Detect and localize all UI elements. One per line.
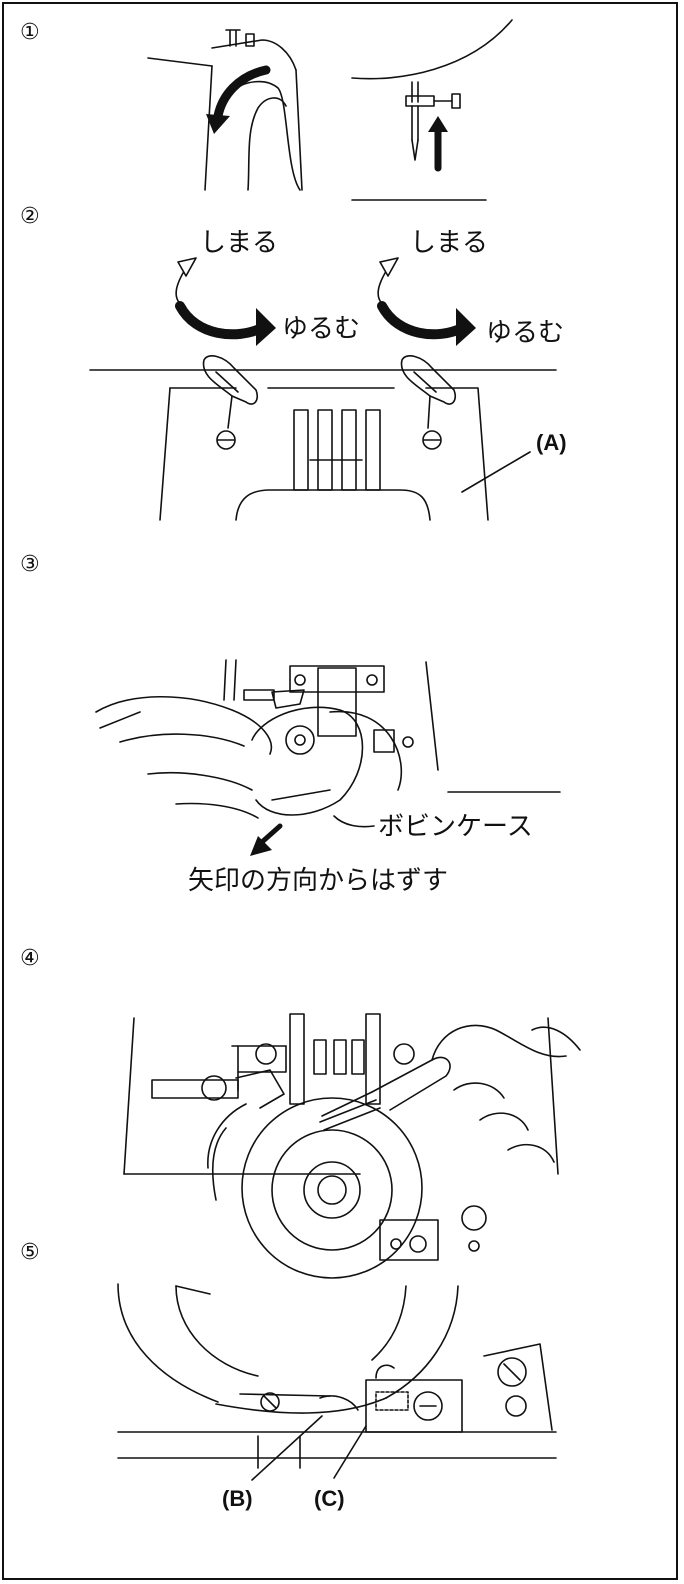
screwdriver-left: [202, 355, 259, 429]
hook-detail-illustration: [117, 1283, 557, 1481]
remove-arrow-head: [250, 836, 272, 856]
step-4-number: ④: [20, 946, 40, 971]
remove-arrow-shaft: [259, 823, 283, 845]
step-5-number: ⑤: [20, 1240, 40, 1265]
label-a: (A): [536, 430, 567, 455]
step-3-number: ③: [20, 552, 40, 577]
remove-direction-text: 矢印の方向からはずす: [188, 866, 449, 896]
rotate-arrow: [213, 65, 271, 121]
step-2-number: ②: [20, 204, 40, 229]
tighten-label-right: しまる: [410, 228, 489, 258]
needle-plate-illustration: [89, 369, 557, 521]
up-arrow-head: [428, 116, 448, 132]
needle-illustration: [351, 19, 513, 201]
loosen-label-left: ゆるむ: [282, 314, 361, 344]
screwdriver-right: [400, 355, 457, 429]
label-c: (C): [314, 1486, 345, 1511]
tighten-label-left: しまる: [200, 228, 279, 258]
step-1-number: ①: [20, 20, 40, 45]
cleaning-illustration: [123, 1013, 581, 1279]
loosen-label-right: ゆるむ: [486, 318, 565, 348]
bobbin-case-label: ボビンケース: [378, 812, 533, 842]
handwheel-illustration: [147, 29, 303, 191]
turn-arrow-right: [377, 257, 476, 346]
rotate-arrowhead: [206, 114, 230, 134]
turn-arrow-left: [175, 257, 276, 346]
bobbin-removal-illustration: [95, 659, 561, 828]
label-b: (B): [222, 1486, 253, 1511]
